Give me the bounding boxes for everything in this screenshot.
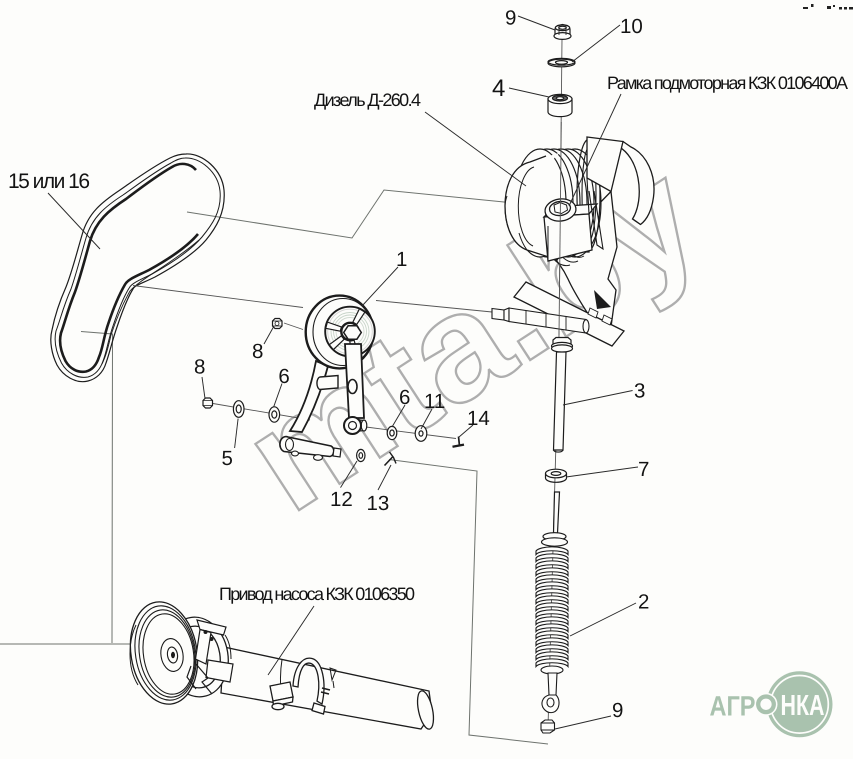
svg-text:2: 2 <box>638 591 649 614</box>
svg-text:11: 11 <box>424 390 445 413</box>
svg-text:6: 6 <box>399 386 410 409</box>
svg-text:8: 8 <box>194 356 205 379</box>
svg-text:14: 14 <box>467 407 490 430</box>
svg-text:9: 9 <box>612 699 623 722</box>
svg-text:7: 7 <box>638 458 649 481</box>
svg-text:Дизель Д-260.4: Дизель Д-260.4 <box>314 90 421 110</box>
svg-text:1: 1 <box>396 248 407 271</box>
svg-text:6: 6 <box>278 365 289 388</box>
svg-text:10: 10 <box>620 15 643 38</box>
svg-text:3: 3 <box>634 380 645 403</box>
svg-text:4: 4 <box>492 75 505 102</box>
svg-text:Привод насоса КЗК 0106350: Привод насоса КЗК 0106350 <box>219 584 415 604</box>
svg-text:НКА: НКА <box>781 690 825 722</box>
svg-text:12: 12 <box>330 488 353 511</box>
svg-text:Рамка подмоторная КЗК 0106400А: Рамка подмоторная КЗК 0106400А <box>607 73 848 93</box>
svg-text:АГР: АГР <box>710 691 756 722</box>
svg-text:8: 8 <box>252 340 263 363</box>
svg-text:13: 13 <box>367 492 390 515</box>
svg-text:9: 9 <box>505 7 516 30</box>
svg-text:5: 5 <box>222 447 233 470</box>
svg-text:15 или 16: 15 или 16 <box>8 170 90 193</box>
